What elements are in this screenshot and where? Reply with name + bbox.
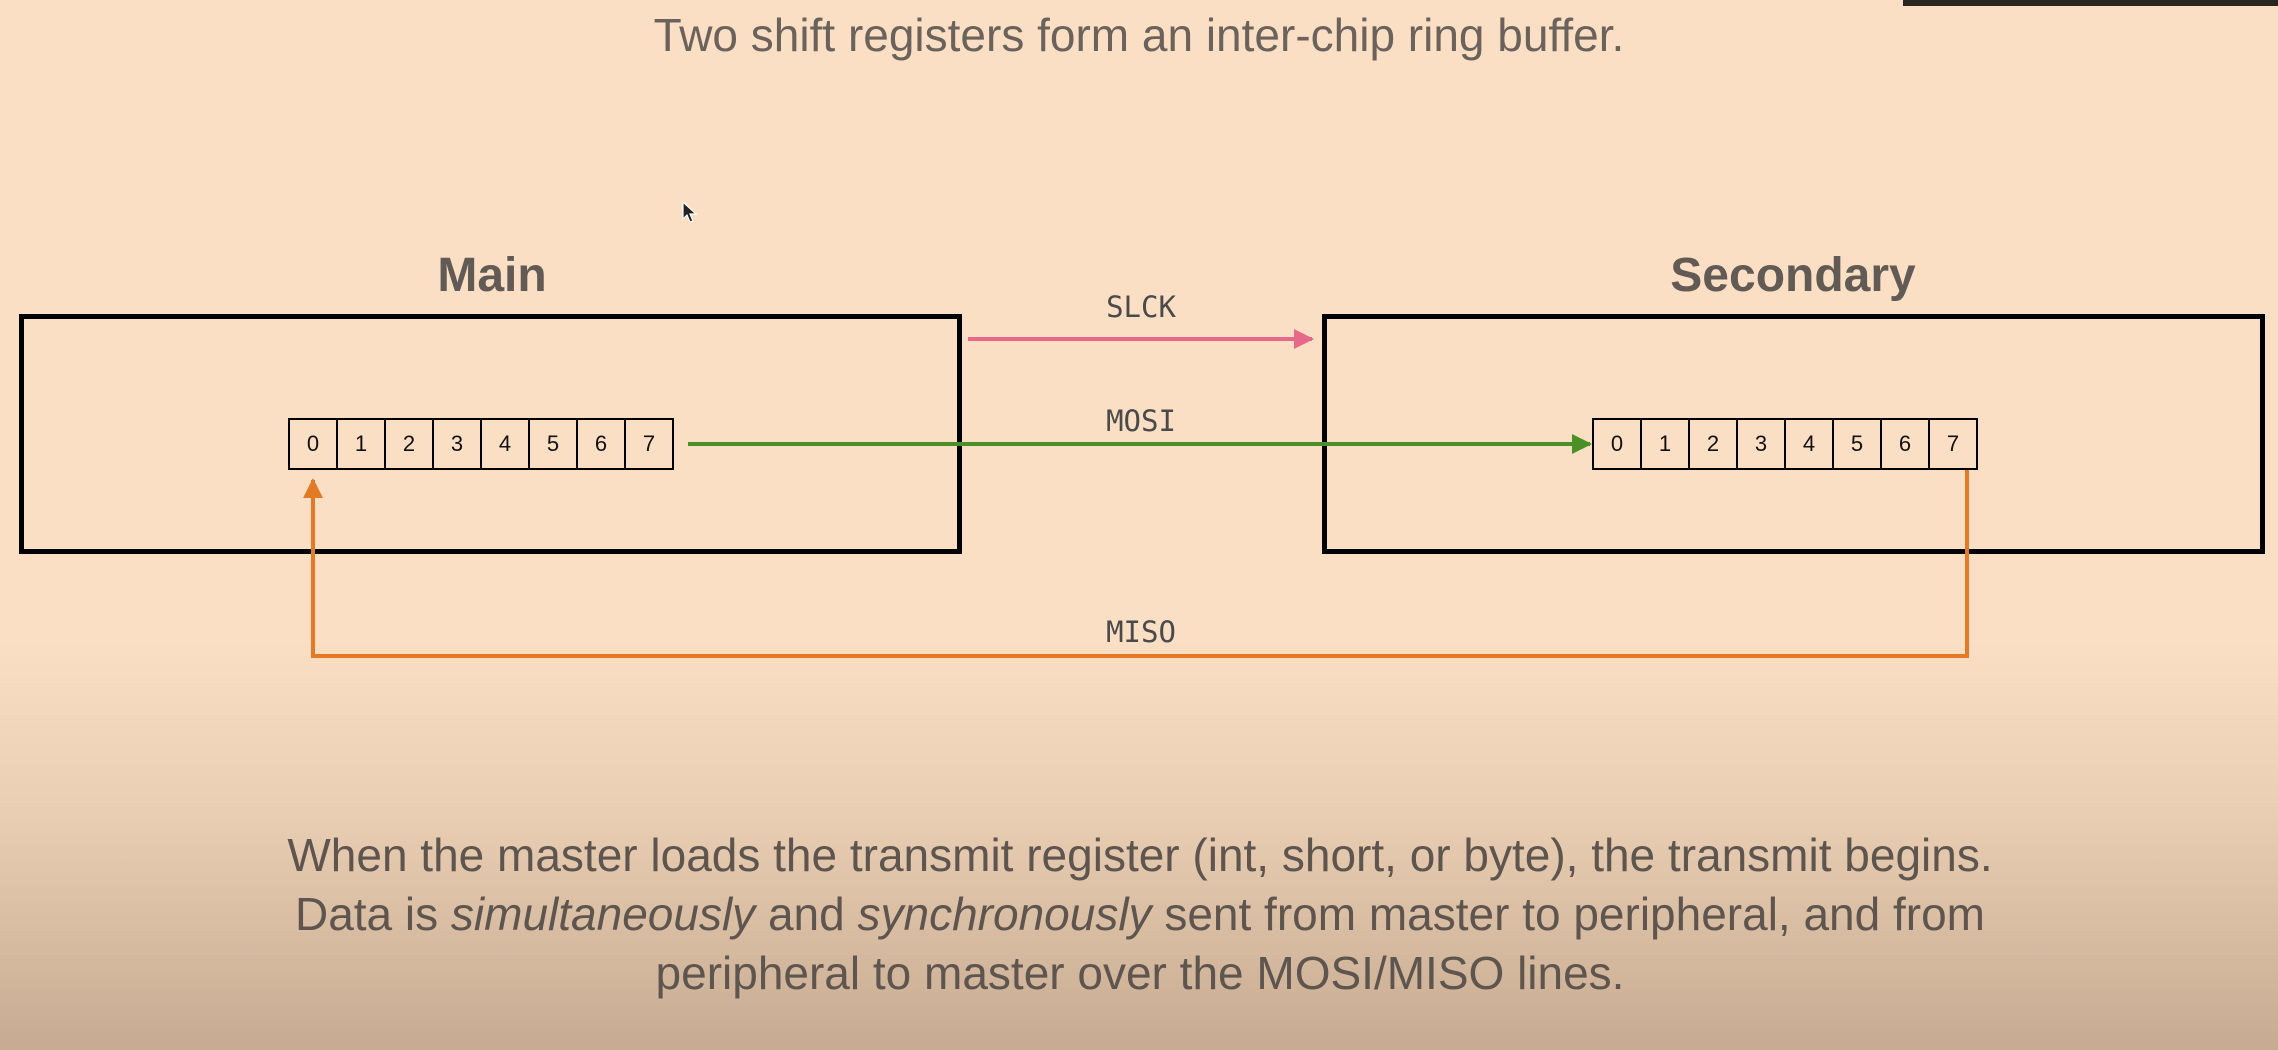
caption-emphasis: simultaneously [450, 888, 756, 940]
slide-caption: When the master loads the transmit regis… [240, 826, 2040, 1003]
caption-text: and [755, 888, 858, 940]
main-shift-register: 0 1 2 3 4 5 6 7 [288, 418, 674, 470]
slide-title: Two shift registers form an inter-chip r… [653, 9, 1625, 61]
miso-wire [303, 470, 1969, 658]
secondary-chip-label: Secondary [1670, 249, 1916, 302]
register-cell: 7 [624, 418, 674, 470]
caption-emphasis: synchronously [857, 888, 1152, 940]
miso-label: MISO [1106, 615, 1176, 649]
register-cell: 5 [1832, 418, 1882, 470]
register-cell: 3 [432, 418, 482, 470]
register-cell: 2 [1688, 418, 1738, 470]
register-cell: 3 [1736, 418, 1786, 470]
register-cell: 0 [288, 418, 338, 470]
mosi-label: MOSI [1106, 404, 1176, 438]
register-cell: 4 [480, 418, 530, 470]
video-thumbnail-edge [1903, 0, 2278, 6]
mouse-cursor-icon [682, 201, 698, 223]
register-cell: 4 [1784, 418, 1834, 470]
register-cell: 1 [336, 418, 386, 470]
slck-label: SLCK [1106, 290, 1176, 324]
register-cell: 6 [1880, 418, 1930, 470]
main-chip-label: Main [437, 249, 547, 302]
register-cell: 2 [384, 418, 434, 470]
main-chip-box [19, 314, 962, 554]
register-cell: 0 [1592, 418, 1642, 470]
register-cell: 7 [1928, 418, 1978, 470]
secondary-chip-box [1322, 314, 2265, 554]
secondary-shift-register: 0 1 2 3 4 5 6 7 [1592, 418, 1978, 470]
register-cell: 6 [576, 418, 626, 470]
register-cell: 5 [528, 418, 578, 470]
caption-text: sent from master to peripheral, and from… [655, 888, 1986, 999]
register-cell: 1 [1640, 418, 1690, 470]
caption-text: When the master loads the transmit regis… [287, 829, 1993, 940]
